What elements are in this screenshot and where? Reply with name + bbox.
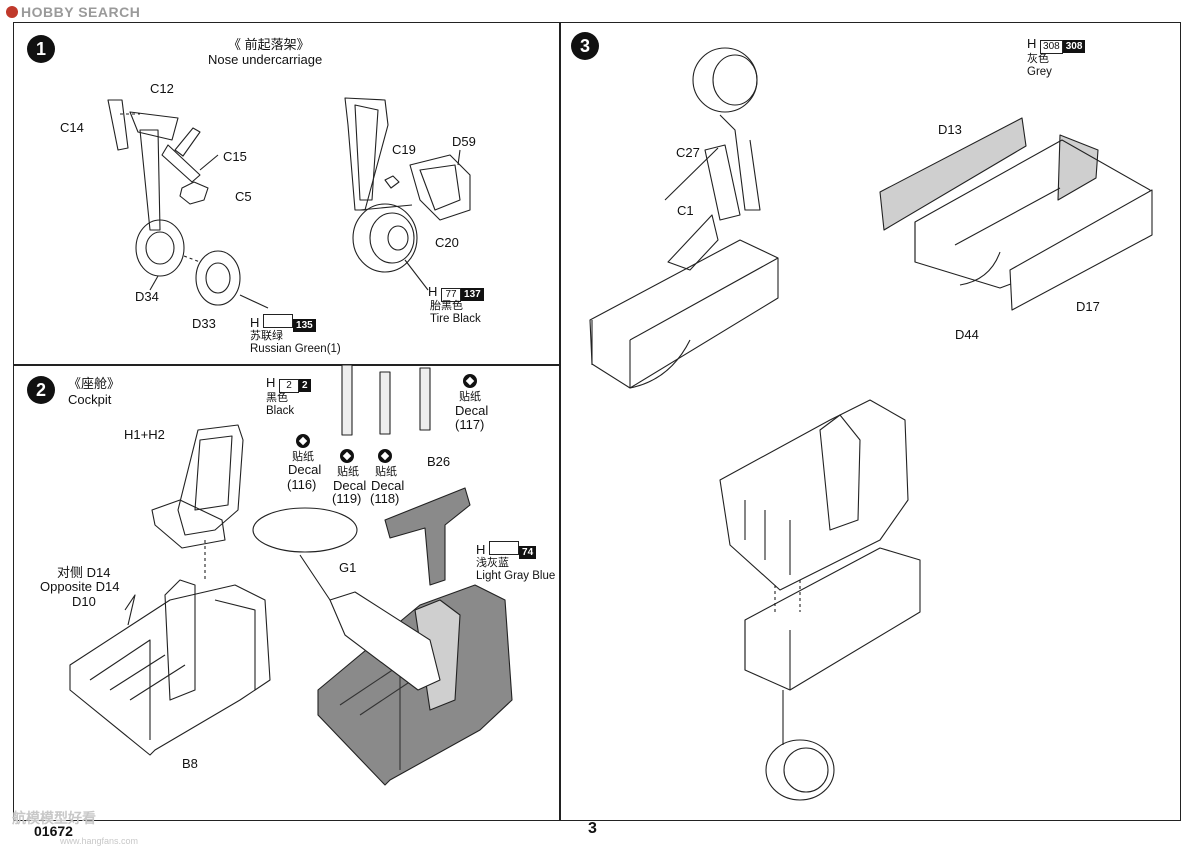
decal-116-label-cn: 贴纸: [292, 451, 314, 463]
footer-watermark: 航模模型好看: [12, 810, 96, 826]
completed-forward-fuselage-drawing: [719, 399, 921, 801]
decal-116-label-en: Decal: [288, 462, 322, 477]
part-label-d13: D13: [938, 122, 962, 137]
decal-strips-drawing: [341, 364, 431, 436]
paint-name-en-light-gray-blue: Light Gray Blue: [476, 570, 556, 582]
paint-swatch-blank: [263, 314, 294, 328]
paint-name-en-grey: Grey: [1027, 66, 1052, 78]
paint-name-cn-russian-green: 苏联绿: [250, 330, 283, 342]
part-label-h1-h2: H1+H2: [124, 427, 165, 442]
decal-118-number: (118): [370, 491, 400, 506]
footer-watermark-url: www.hangfans.com: [60, 836, 139, 846]
part-label-d59: D59: [452, 134, 476, 149]
paint-name-en-tire-black: Tire Black: [430, 313, 481, 325]
decal-116-number: (116): [287, 477, 317, 492]
decal-119-number: (119): [332, 491, 362, 506]
paint-name-cn-grey: 灰色: [1027, 53, 1049, 65]
decal-117-label-cn: 贴纸: [459, 391, 481, 403]
part-label-c14: C14: [60, 120, 84, 135]
hobby-search-watermark: HOBBY SEARCH: [6, 4, 140, 20]
part-label-opposite-d14-cn: 对侧 D14: [57, 565, 111, 580]
step-2-badge: 2: [27, 376, 55, 404]
step-1-title-en: Nose undercarriage: [208, 52, 323, 67]
gray-bay-walls-drawing: [879, 117, 1153, 311]
ejection-seat-drawing: [151, 424, 244, 580]
part-label-c27: C27: [676, 145, 700, 160]
step-2-title-en: Cockpit: [68, 392, 112, 407]
part-label-b8: B8: [182, 756, 198, 771]
step-3-badge: 3: [571, 32, 599, 60]
part-label-d10: D10: [72, 594, 96, 609]
paint-swatch-blank: [489, 541, 520, 555]
page-number: 3: [588, 820, 597, 837]
part-label-c15: C15: [223, 149, 247, 164]
instruction-frame: [13, 22, 1181, 821]
wheel-well-assembly-drawing: [589, 47, 779, 389]
decal-116-icon: [296, 434, 310, 448]
part-label-d34: D34: [135, 289, 159, 304]
decal-119-label-cn: 贴纸: [337, 466, 359, 478]
decal-118-label-cn: 贴纸: [375, 466, 397, 478]
part-label-c20: C20: [435, 235, 459, 250]
part-label-c19: C19: [392, 142, 416, 157]
frame-divider-horizontal: [13, 364, 560, 366]
part-label-c1: C1: [677, 203, 694, 218]
nose-gear-assembly-right-drawing: [344, 97, 471, 291]
paint-code-russian-green: H 135: [250, 314, 316, 332]
kit-number: 01672: [34, 823, 73, 839]
part-label-opposite-d14-en: Opposite D14: [40, 579, 120, 594]
paint-code-light-gray-blue: H 74: [476, 541, 537, 559]
hobby-search-logo-icon: [6, 6, 18, 18]
nose-gear-assembly-left-drawing: [107, 99, 269, 309]
paint-name-cn-light-gray-blue: 浅灰蓝: [476, 557, 509, 569]
part-label-d17: D17: [1076, 299, 1100, 314]
step-2-title-cn: 《座舱》: [68, 376, 121, 391]
decal-117-icon: [463, 374, 477, 388]
step-1-title-cn: 《 前起落架》: [228, 37, 310, 52]
part-label-d44: D44: [955, 327, 979, 342]
part-label-c12: C12: [150, 81, 174, 96]
part-label-d33: D33: [192, 316, 216, 331]
decal-119-label-en: Decal: [333, 478, 367, 493]
paint-name-cn-tire-black: 胎黑色: [430, 300, 463, 312]
decal-119-icon: [340, 449, 354, 463]
cockpit-tub-white-drawing: [69, 579, 271, 756]
decal-118-label-en: Decal: [371, 478, 405, 493]
decal-117-label-en: Decal: [455, 403, 489, 418]
step-1-badge: 1: [27, 35, 55, 63]
paint-name-cn-black: 黑色: [266, 392, 288, 404]
paint-name-en-russian-green: Russian Green(1): [250, 343, 341, 355]
frame-divider-vertical: [559, 22, 561, 821]
paint-name-en-black: Black: [266, 405, 295, 417]
part-label-b26: B26: [427, 454, 451, 469]
decal-118-icon: [378, 449, 392, 463]
part-label-c5: C5: [235, 189, 252, 204]
cockpit-tub-gray-drawing: [252, 487, 513, 786]
part-label-g1: G1: [339, 560, 357, 575]
decal-117-number: (117): [455, 417, 485, 432]
